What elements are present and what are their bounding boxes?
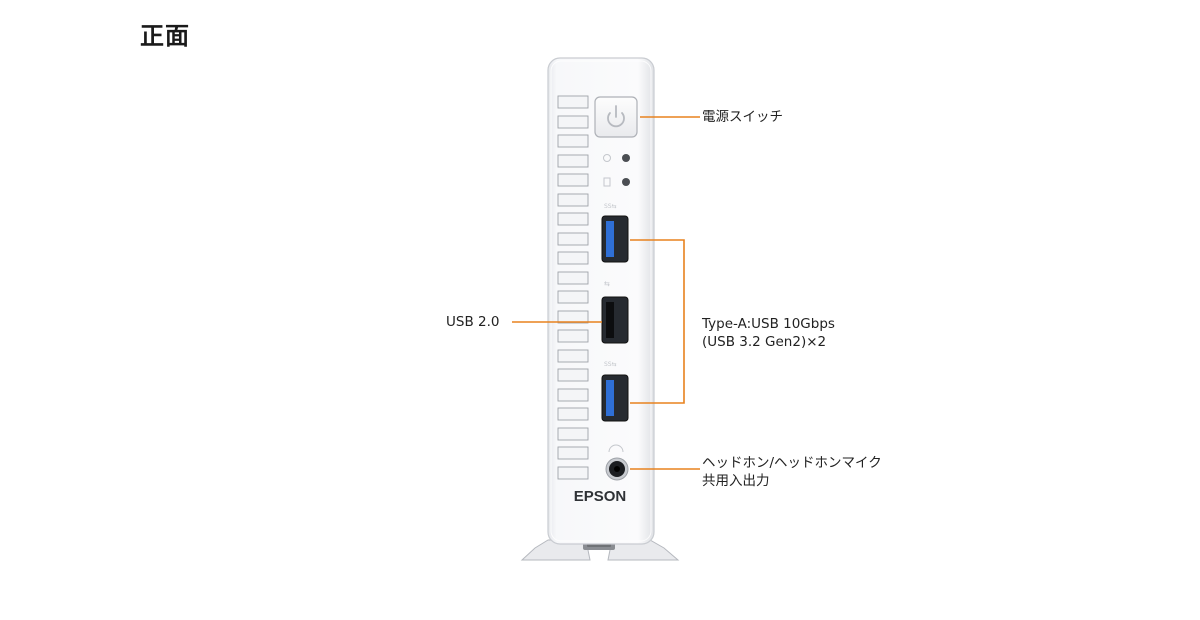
audio-label: ヘッドホン/ヘッドホンマイク 共用入出力 — [702, 455, 882, 489]
usb-icon: ⇆ — [604, 280, 610, 288]
usb2-port[interactable] — [601, 296, 629, 344]
svg-text:SS⇆: SS⇆ — [604, 203, 617, 210]
power-indicator-icon — [603, 154, 611, 162]
callout-lines — [512, 116, 700, 470]
audio-jack[interactable] — [605, 457, 629, 481]
usb3-port-top[interactable] — [601, 215, 629, 263]
power-led — [622, 154, 630, 162]
headset-icon — [608, 444, 624, 453]
page-title: 正面 — [140, 22, 190, 50]
typea-label: Type-A:USB 10Gbps (USB 3.2 Gen2)×2 — [702, 316, 835, 350]
svg-text:SS⇆: SS⇆ — [604, 361, 617, 368]
power-button[interactable] — [594, 96, 638, 138]
svg-text:⇆: ⇆ — [604, 280, 610, 288]
storage-led — [622, 178, 630, 186]
storage-indicator-icon — [603, 177, 611, 187]
vent-slots — [557, 95, 589, 480]
usb-ss-icon: SS⇆ — [604, 203, 617, 210]
typea-callout-bracket — [630, 239, 685, 404]
power-switch-label: 電源スイッチ — [702, 109, 783, 125]
brand-logo: EPSON — [574, 488, 627, 505]
usb-ss-icon-bottom: SS⇆ — [604, 361, 617, 368]
usb2-label: USB 2.0 — [446, 314, 500, 330]
usb3-port-bottom[interactable] — [601, 374, 629, 422]
power-icon — [607, 105, 625, 128]
